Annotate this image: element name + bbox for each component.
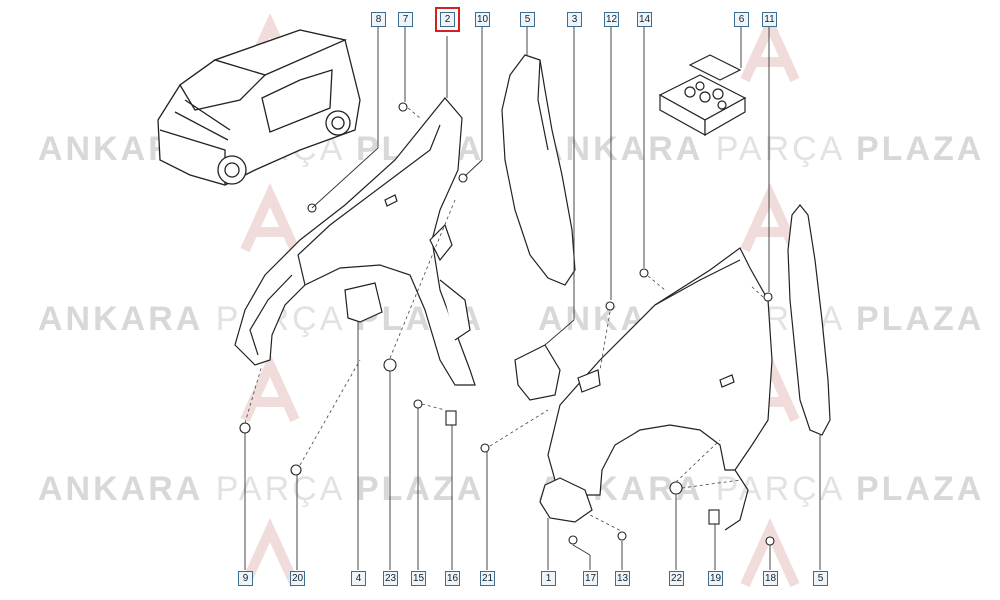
part-label-5-top[interactable]: 5 — [520, 12, 535, 27]
screw-9 — [239, 422, 251, 434]
grommet-22 — [669, 481, 683, 495]
screw-7 — [398, 102, 408, 112]
part-label-2-highlighted[interactable]: 2 — [435, 7, 460, 32]
part-label-6[interactable]: 6 — [734, 12, 749, 27]
screw-11 — [763, 292, 773, 302]
part-label-9[interactable]: 9 — [238, 571, 253, 586]
clip-19 — [708, 509, 720, 525]
screw-18 — [765, 536, 775, 546]
part-label-14[interactable]: 14 — [637, 12, 652, 27]
part-label-11[interactable]: 11 — [762, 12, 777, 27]
left-fender-assembly — [234, 97, 476, 386]
part-label-4[interactable]: 4 — [351, 571, 366, 586]
grommet-23 — [383, 358, 397, 372]
wheel-arch-liner-left — [501, 54, 576, 286]
screw-15 — [413, 399, 423, 409]
part-label-16[interactable]: 16 — [445, 571, 460, 586]
part-label-18[interactable]: 18 — [763, 571, 778, 586]
bracket-part-4 — [344, 282, 383, 323]
clip-16 — [445, 410, 457, 426]
screw-14 — [639, 268, 649, 278]
part-label-21[interactable]: 21 — [480, 571, 495, 586]
part-label-7[interactable]: 7 — [398, 12, 413, 27]
bracket-part-3 — [514, 344, 561, 401]
wheel-arch-liner-right — [787, 204, 831, 436]
right-fender — [514, 247, 773, 531]
part-label-10[interactable]: 10 — [475, 12, 490, 27]
leader-lines — [244, 26, 821, 570]
part-label-19[interactable]: 19 — [708, 571, 723, 586]
dashed-guides — [244, 107, 764, 534]
clip-12 — [605, 301, 615, 311]
screw-13 — [617, 531, 627, 541]
part-label-5-bottom[interactable]: 5 — [813, 571, 828, 586]
part-label-15[interactable]: 15 — [411, 571, 426, 586]
part-label-1[interactable]: 1 — [541, 571, 556, 586]
clip-kit-box — [658, 54, 747, 137]
part-label-22[interactable]: 22 — [669, 571, 684, 586]
screw-20 — [290, 464, 302, 476]
car-icon — [157, 29, 361, 186]
part-label-8[interactable]: 8 — [371, 12, 386, 27]
watermark: ANKARA PARÇA PLAZA — [38, 470, 485, 508]
part-label-17[interactable]: 17 — [583, 571, 598, 586]
watermark: ANKARA PARÇA PLAZA — [538, 130, 985, 168]
part-label-12[interactable]: 12 — [604, 12, 619, 27]
screw-21 — [480, 443, 490, 453]
part-label-20[interactable]: 20 — [290, 571, 305, 586]
part-label-3[interactable]: 3 — [567, 12, 582, 27]
screw-17 — [568, 535, 578, 545]
part-label-13[interactable]: 13 — [615, 571, 630, 586]
part-label-23[interactable]: 23 — [383, 571, 398, 586]
